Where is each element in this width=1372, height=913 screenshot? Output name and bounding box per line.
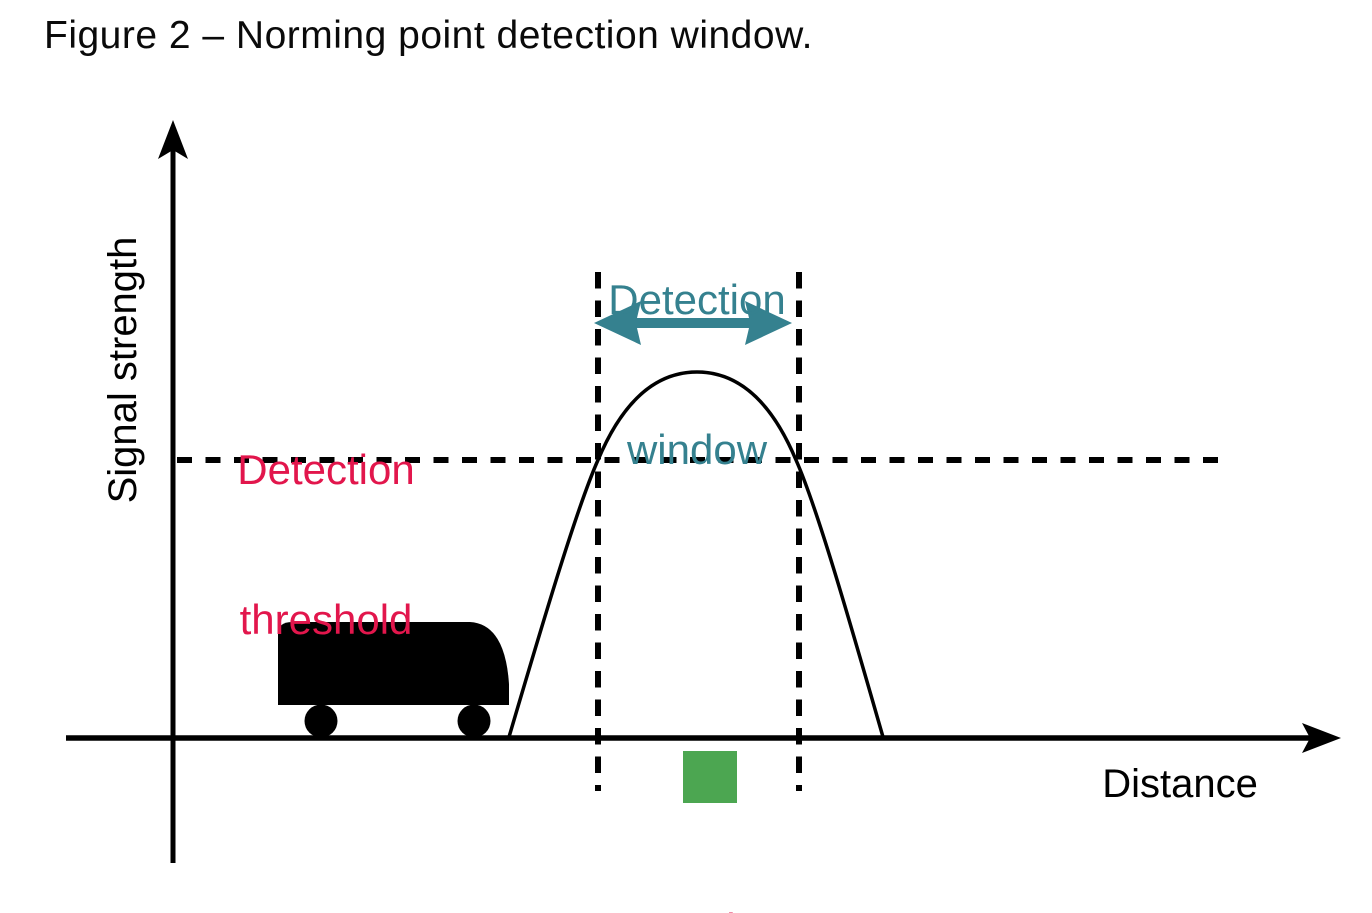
figure-title: Figure 2 – Norming point detection windo… [44,14,813,57]
x-axis-arrowhead-icon [1302,723,1341,753]
y-axis-arrowhead-icon [158,120,188,159]
detection-window-label-line2: window [626,426,768,473]
x-axis-label: Distance [1102,762,1258,806]
norming-point-marker [683,751,737,803]
norming-point-label-line1: Norming [578,904,828,913]
y-axis-label: Signal strength [101,236,145,504]
norming-point-label: Norming point [578,804,828,913]
signal-curve [507,370,885,738]
detection-threshold-label: Detection threshold [196,345,456,745]
vehicle-front-wheel [457,704,491,738]
detection-window-label-line1: Detection [608,276,786,323]
vehicle-rear-wheel [304,704,338,738]
vehicle-body [278,622,509,705]
vehicle-icon [278,622,509,738]
detection-threshold-label-line1: Detection [237,446,415,493]
detection-threshold-label-line2: threshold [239,596,413,643]
detection-window-label: Detection window [572,175,822,575]
detection-window-arrow-icon [594,301,792,345]
